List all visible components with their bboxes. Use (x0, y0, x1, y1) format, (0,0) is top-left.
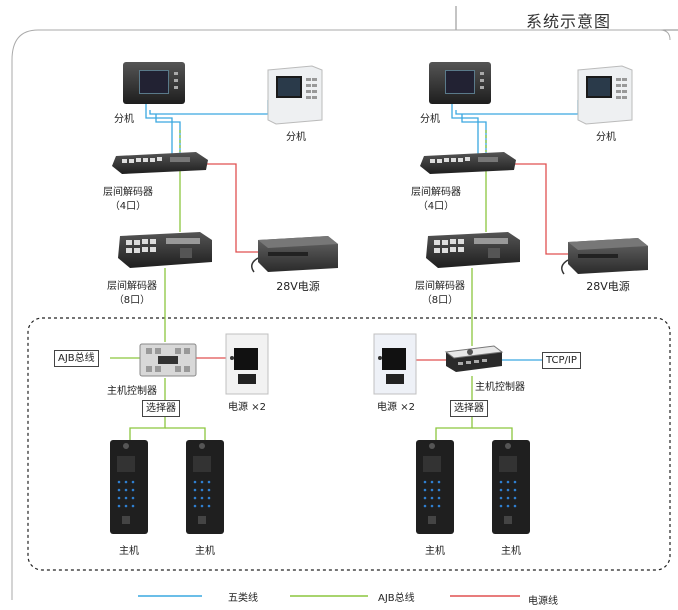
decoder-label: 层间解码器 (415, 281, 465, 292)
left-system (110, 62, 338, 534)
power-x2-label: 电源 ×2 (377, 402, 415, 413)
indoor-unit-label: 分机 (420, 114, 440, 125)
host-label: 主机 (195, 546, 215, 557)
power-28v-label: 28V电源 (586, 280, 630, 293)
port-count-label: （8口） (113, 295, 151, 306)
decoder-4-port (420, 152, 516, 174)
selector-box: 选择器 (142, 400, 180, 417)
ajb-bus-box: AJB总线 (54, 350, 99, 367)
legend-cat5-label: 五类线 (228, 593, 258, 604)
legend-ajb-label: AJB总线 (378, 593, 415, 604)
ajb-wire (472, 427, 513, 440)
page-title: 系统示意图 (526, 12, 612, 31)
indoor-unit-dark (429, 62, 491, 104)
power-unit-x2 (373, 333, 417, 395)
ajb-wire (165, 427, 206, 440)
host-controller-label: 主机控制器 (475, 382, 525, 393)
host-label: 主机 (119, 546, 139, 557)
power-28v-label: 28V电源 (276, 280, 320, 293)
door-station (416, 440, 454, 534)
cat5-wire (145, 104, 173, 154)
decoder-label: 层间解码器 (103, 187, 153, 198)
indoor-unit-label: 分机 (114, 114, 134, 125)
port-count-label: （4口） (417, 201, 455, 212)
power-x2-label: 电源 ×2 (228, 402, 266, 413)
decoder-label: 层间解码器 (107, 281, 157, 292)
host-controller (139, 343, 197, 377)
indoor-unit-white (267, 65, 323, 125)
outer-frame-left (11, 29, 39, 600)
decoder-label: 层间解码器 (411, 187, 461, 198)
port-count-label: （8口） (421, 295, 459, 306)
power-wire (514, 163, 568, 255)
host-controller-label: 主机控制器 (107, 386, 157, 397)
ajb-wire (435, 416, 473, 440)
door-station (492, 440, 530, 534)
port-count-label: （4口） (109, 201, 147, 212)
host-label: 主机 (501, 546, 521, 557)
legend-power-label: 电源线 (528, 596, 558, 607)
decoder-8-port (426, 232, 520, 268)
power-supply-28v (561, 238, 648, 275)
power-unit-x2 (225, 333, 269, 395)
tcp-ip-box: TCP/IP (542, 352, 581, 369)
decoder-8-port (118, 232, 212, 268)
cat5-wire (461, 114, 487, 154)
door-station (186, 440, 224, 534)
ajb-wire (129, 416, 166, 440)
outer-frame (38, 29, 671, 41)
host-controller-network (444, 345, 504, 372)
indoor-unit-label: 分机 (596, 132, 616, 143)
dashed-region (27, 317, 671, 571)
cat5-wire (451, 104, 479, 154)
power-supply-28v (251, 236, 338, 273)
host-label: 主机 (425, 546, 445, 557)
selector-box: 选择器 (450, 400, 488, 417)
indoor-unit-dark (123, 62, 185, 104)
indoor-unit-label: 分机 (286, 132, 306, 143)
indoor-unit-white (577, 65, 633, 125)
door-station (110, 440, 148, 534)
right-system (373, 62, 648, 534)
decoder-4-port (112, 152, 208, 174)
cat5-wire (155, 114, 181, 154)
power-wire (206, 163, 258, 253)
